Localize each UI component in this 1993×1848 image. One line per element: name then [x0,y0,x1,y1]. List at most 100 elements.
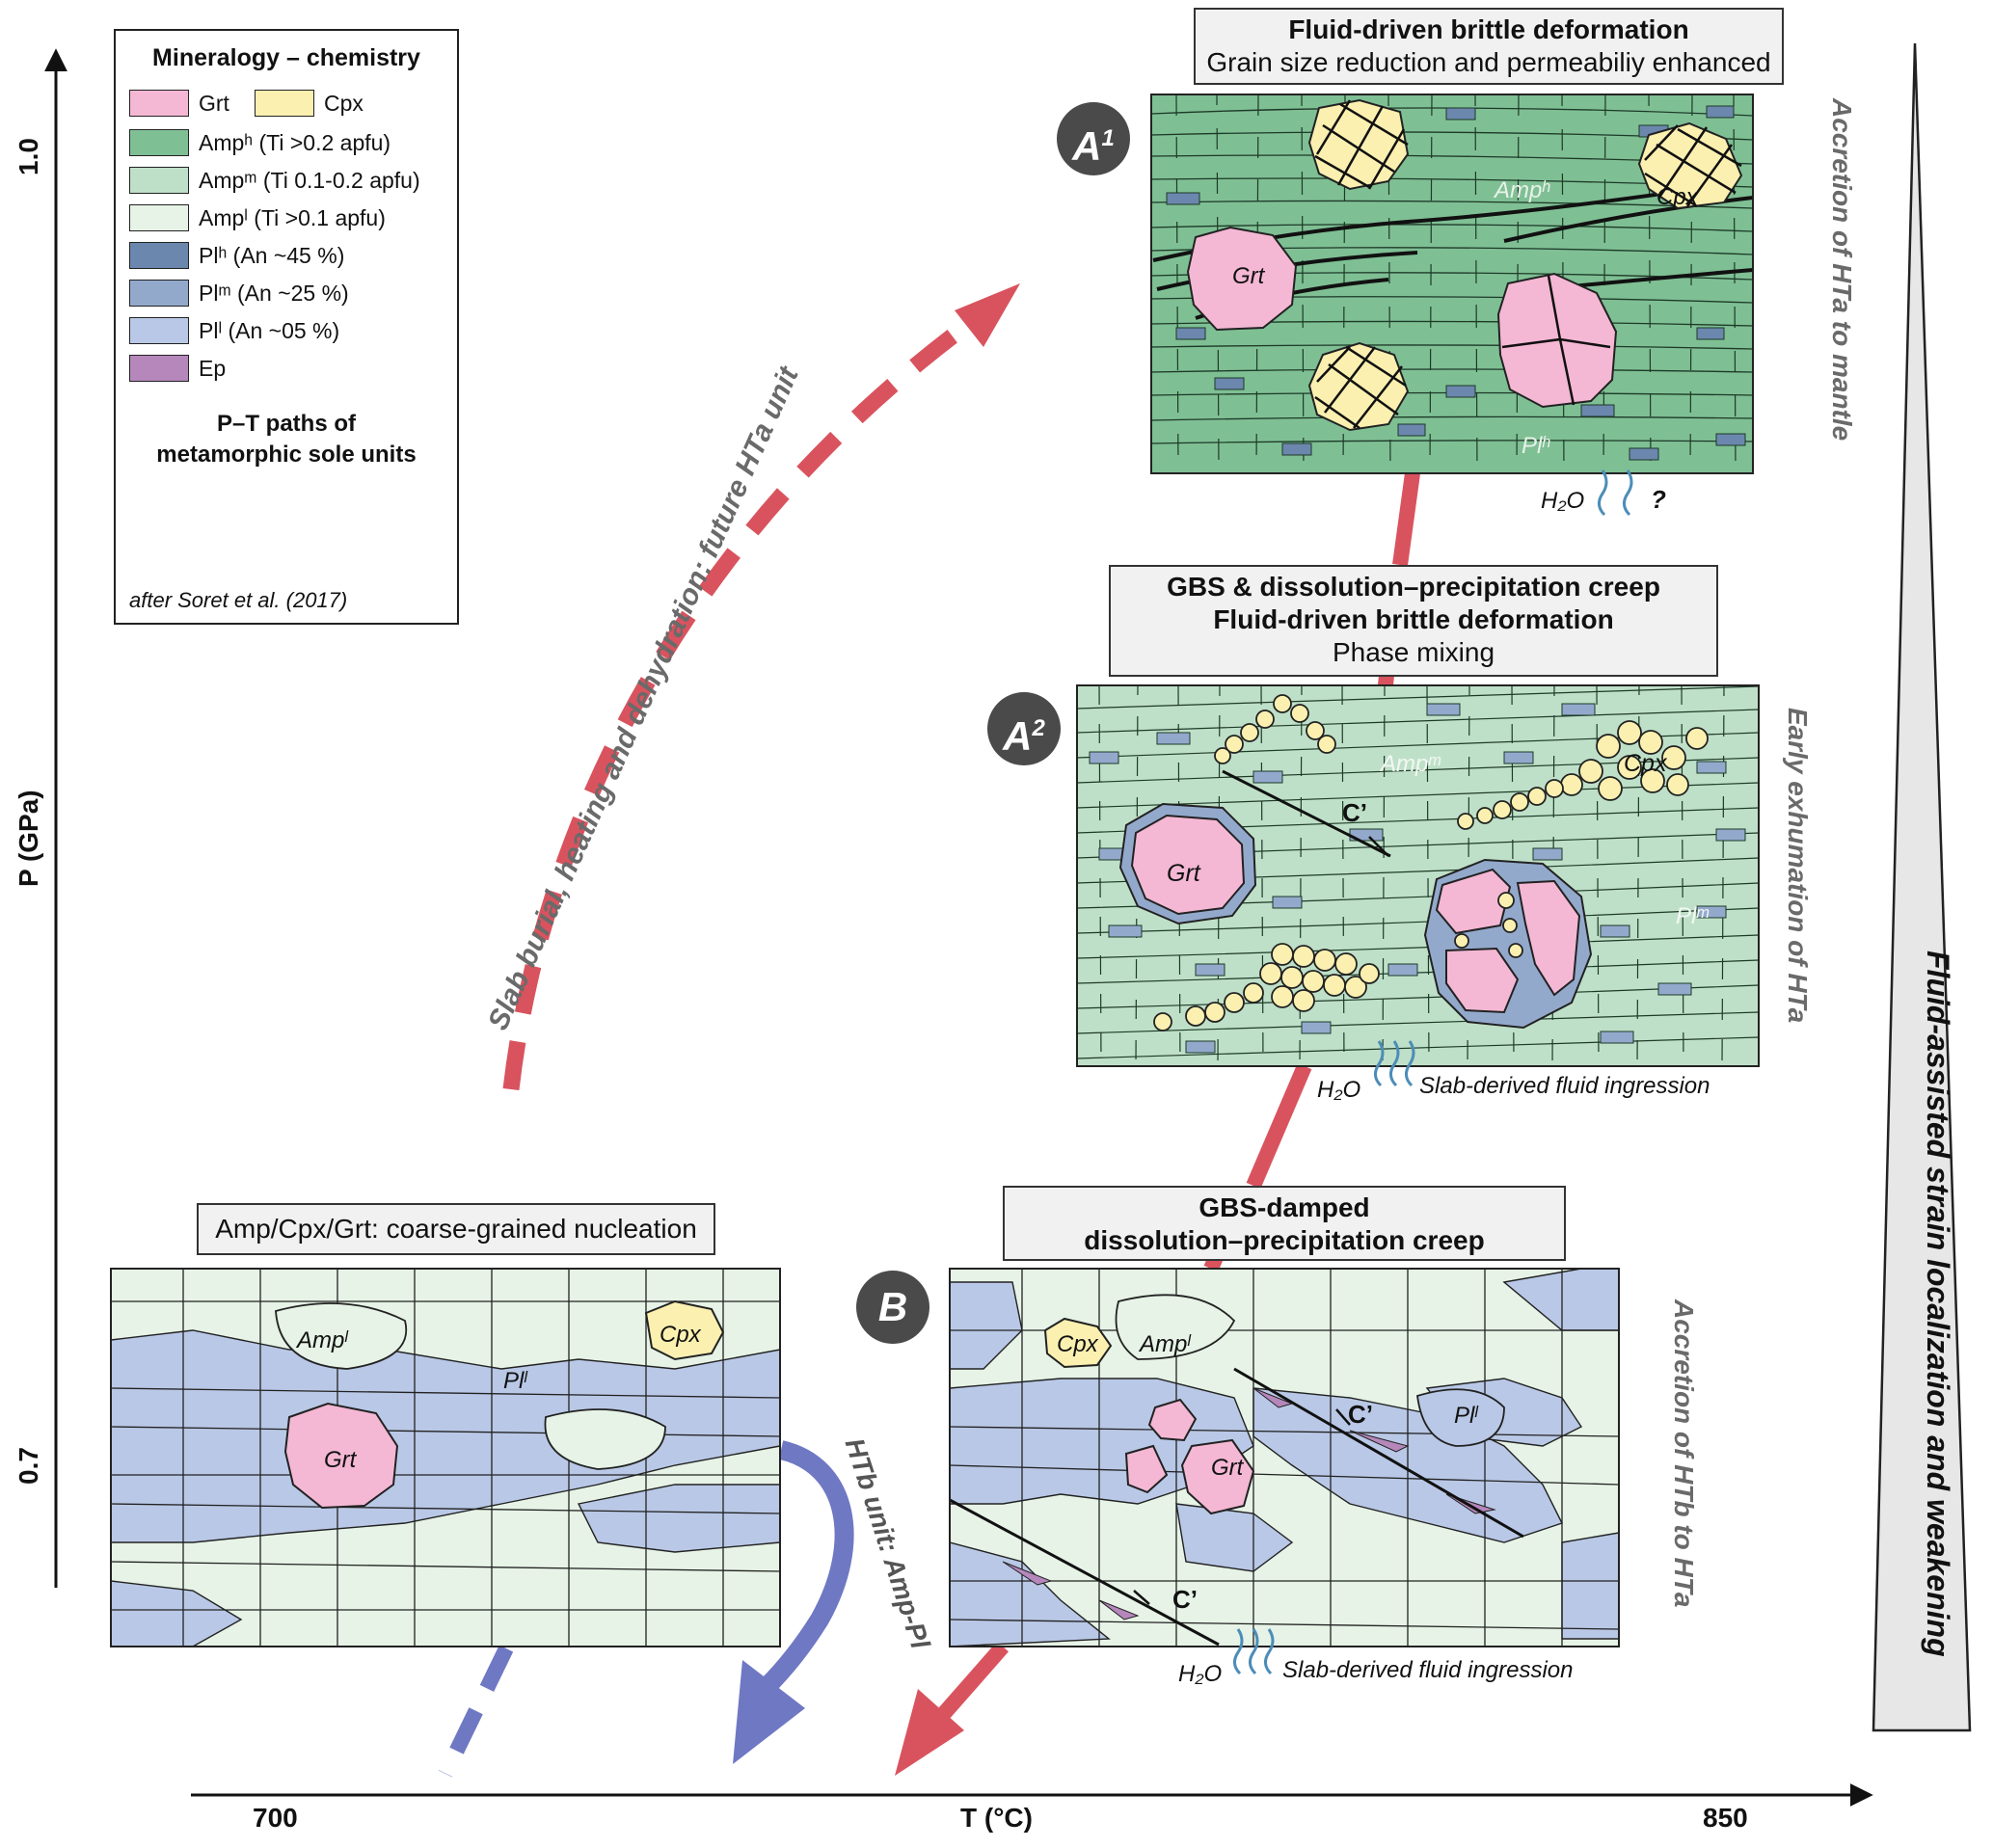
a1-h2o-label: H₂O [1541,488,1584,514]
legend-swatch [129,167,189,194]
a2-h2o-label: H₂O [1317,1077,1360,1103]
legend: Mineralogy – chemistry Grt Cpx Ampʰ (Ti … [114,29,459,625]
badge-a2-letter: A [1003,713,1033,759]
legend-label: Plˡ (An ~05 %) [199,317,340,343]
panel-a2-title-line2: Fluid-driven brittle deformation [1213,604,1614,634]
panel-b-frame [949,1268,1620,1647]
b-h2o-label: H₂O [1178,1661,1222,1687]
legend-swatch [129,204,189,231]
panel-b-title: GBS-damped dissolution–precipitation cre… [1003,1186,1566,1261]
badge-b-letter: B [877,1284,908,1329]
slab-burial-path [502,313,980,1090]
panel-a1-title: Fluid-driven brittle deformation Grain s… [1194,8,1784,85]
strain-triangle [1872,42,1972,1732]
strain-label: Fluid-assisted strain localization and w… [1921,951,1955,1657]
panel-b-title-line2: dissolution–precipitation creep [1084,1225,1485,1255]
b-cpx-label: Cpx [1057,1331,1099,1357]
y-tick-high: 1.0 [13,138,43,175]
y-tick-low: 0.7 [13,1447,43,1485]
a2-grt-label: Grt [1167,860,1201,887]
htb-arrowhead [733,1660,805,1764]
b-fluid-label: Slab-derived fluid ingression [1282,1657,1574,1683]
legend-pt-title: P–T paths of metamorphic sole units [116,409,457,470]
x-tick-low: 700 [253,1803,298,1833]
b-pl-label: Plˡ [1454,1403,1479,1429]
panel-a2-frame [1076,684,1760,1067]
legend-swatch [129,90,189,117]
htb-path-solid [759,1440,854,1695]
accretion-hta-label: Accretion of HTa to mantle [1827,98,1857,442]
legend-item-pl-l: Plˡ (An ~05 %) [129,316,339,345]
a1-question-label: ? [1651,485,1666,514]
legend-swatch [129,355,189,382]
badge-a2-sup: 2 [1032,715,1045,741]
htb-path-dashed [438,1645,514,1778]
b-c-prime-2-label: C’ [1172,1585,1198,1614]
b-grt-label: Grt [1211,1455,1245,1481]
panel-a2-title-line3: Phase mixing [1332,637,1495,667]
x-axis-label: T (°C) [960,1803,1033,1833]
b-amp-label: Ampˡ [1138,1331,1192,1357]
panel-nucleation-texture: Ampˡ Plˡ Cpx Grt [111,1269,780,1647]
legend-item-grt: Grt Cpx [129,89,364,118]
panel-nucleation-frame [110,1268,781,1647]
slab-burial-arrowhead [955,283,1020,347]
nucleation-cpx-label: Cpx [660,1322,702,1348]
legend-label: Cpx [323,90,364,116]
panel-a2-title-line1: GBS & dissolution–precipitation creep [1167,572,1660,602]
y-axis-label: P (GPa) [13,790,43,887]
legend-pt-title-line2: metamorphic sole units [156,442,417,468]
b-fluid-icon [1233,1628,1275,1675]
a1-grt-label: Grt [1232,263,1266,289]
legend-label: Grt [199,90,229,116]
legend-citation: after Soret et al. (2017) [129,588,348,612]
accretion-htb-label: Accretion of HTb to HTa [1669,1299,1699,1608]
legend-item-pl-h: Plʰ (An ~45 %) [129,241,344,270]
legend-item-ep: Ep [129,354,226,383]
badge-a1-sup: 1 [1101,125,1115,151]
early-exhumation-label: Early exhumation of HTa [1783,708,1813,1024]
panel-b-title-line1: GBS-damped [1198,1192,1370,1222]
legend-label: Plʰ (An ~45 %) [199,242,345,268]
badge-a1-letter: A [1072,123,1102,169]
legend-swatch [129,242,189,269]
legend-swatch [129,129,189,156]
badge-b: B [856,1271,929,1344]
nucleation-grt-label: Grt [324,1447,358,1473]
legend-swatch [129,317,189,344]
legend-label: Ampᵐ (Ti 0.1-0.2 apfu) [199,167,420,193]
panel-a2-title: GBS & dissolution–precipitation creep Fl… [1109,565,1718,677]
panel-a1-title-bold: Fluid-driven brittle deformation [1288,14,1689,44]
hta-arrowhead [895,1689,964,1776]
legend-item-amp-m: Ampᵐ (Ti 0.1-0.2 apfu) [129,166,420,195]
x-tick-high: 850 [1703,1803,1748,1833]
panel-a1-title-normal: Grain size reduction and permeabiliy enh… [1206,47,1771,77]
panel-a1-texture: Ampʰ Grt Cpx Plʰ [1151,94,1753,473]
legend-label: Plᵐ (An ~25 %) [199,280,349,306]
legend-swatch [254,90,314,117]
legend-title: Mineralogy – chemistry [152,44,420,71]
legend-label: Ampʰ (Ti >0.2 apfu) [199,129,391,155]
legend-item-pl-m: Plᵐ (An ~25 %) [129,279,349,308]
a2-fluid-icon [1374,1040,1415,1087]
panel-a1-frame [1150,94,1754,474]
legend-item-amp-l: Ampˡ (Ti >0.1 apfu) [129,203,386,232]
a1-cpx-label: Cpx [1656,184,1699,210]
a2-fluid-label: Slab-derived fluid ingression [1419,1073,1710,1099]
panel-b-texture: Cpx Ampˡ Grt Plˡ C’ C’ [950,1269,1619,1647]
legend-label: Ampˡ (Ti >0.1 apfu) [199,204,386,230]
legend-label: Ep [199,355,227,381]
b-c-prime-1-label: C’ [1348,1400,1373,1429]
a2-amp-label: Ampᵐ [1379,751,1441,777]
a1-fluid-icon [1598,469,1633,517]
panel-a2-texture: Grt Cpx Ampᵐ Plᵐ C’ [1077,685,1759,1066]
nucleation-pl-label: Plˡ [503,1368,528,1394]
a1-pl-label: Plʰ [1522,433,1550,459]
a2-c-prime-label: C’ [1342,798,1367,827]
a2-cpx-label: Cpx [1624,750,1668,777]
a1-amp-label: Ampʰ [1493,177,1550,203]
legend-pt-title-line1: P–T paths of [216,411,356,437]
a2-pl-label: Plᵐ [1676,903,1709,929]
legend-swatch [129,280,189,307]
